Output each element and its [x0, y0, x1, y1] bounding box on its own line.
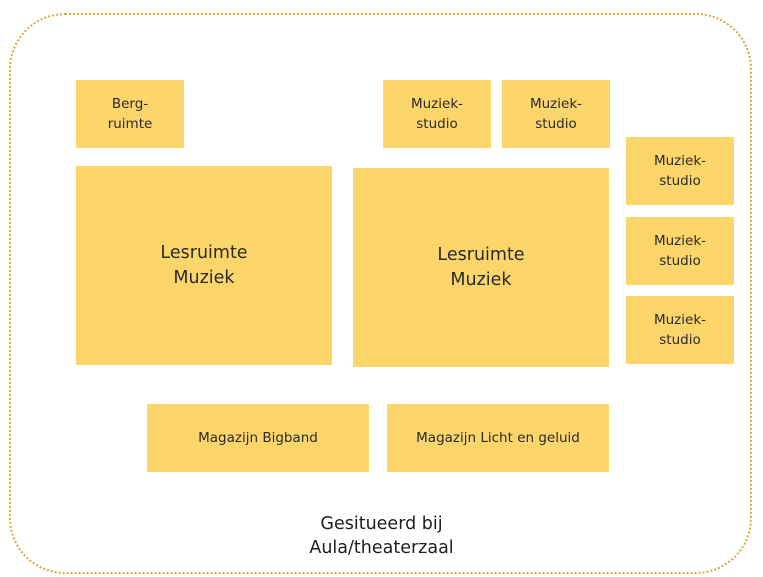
room-muziekstudio-top-1-label: Muziek- studio — [410, 96, 464, 132]
room-bergruimte-label: Berg- ruimte — [107, 96, 153, 132]
location-caption: Gesitueerd bij Aula/theaterzaal — [309, 514, 454, 558]
room-magazijn-licht-en-geluid-label: Magazijn Licht en geluid — [416, 430, 580, 446]
room-muziekstudio-right-1: Muziek- studio — [626, 137, 734, 205]
room-muziekstudio-top-2-label: Muziek- studio — [529, 96, 583, 132]
room-magazijn-licht-en-geluid: Magazijn Licht en geluid — [387, 404, 609, 472]
room-lesruimte-muziek-2: Lesruimte Muziek — [353, 168, 609, 367]
room-magazijn-bigband-label: Magazijn Bigband — [198, 430, 318, 446]
floorplan-boundary — [9, 13, 752, 574]
room-bergruimte: Berg- ruimte — [76, 80, 184, 148]
room-muziekstudio-right-3-label: Muziek- studio — [653, 312, 707, 348]
room-lesruimte-muziek-1-label: Lesruimte Muziek — [160, 242, 248, 288]
room-muziekstudio-top-1: Muziek- studio — [383, 80, 491, 148]
room-lesruimte-muziek-2-label: Lesruimte Muziek — [437, 244, 525, 290]
room-muziekstudio-right-2: Muziek- studio — [626, 217, 734, 285]
room-lesruimte-muziek-1: Lesruimte Muziek — [76, 166, 332, 365]
room-muziekstudio-right-2-label: Muziek- studio — [653, 233, 707, 269]
room-muziekstudio-right-3: Muziek- studio — [626, 296, 734, 364]
room-muziekstudio-top-2: Muziek- studio — [502, 80, 610, 148]
room-muziekstudio-right-1-label: Muziek- studio — [653, 153, 707, 189]
room-magazijn-bigband: Magazijn Bigband — [147, 404, 369, 472]
